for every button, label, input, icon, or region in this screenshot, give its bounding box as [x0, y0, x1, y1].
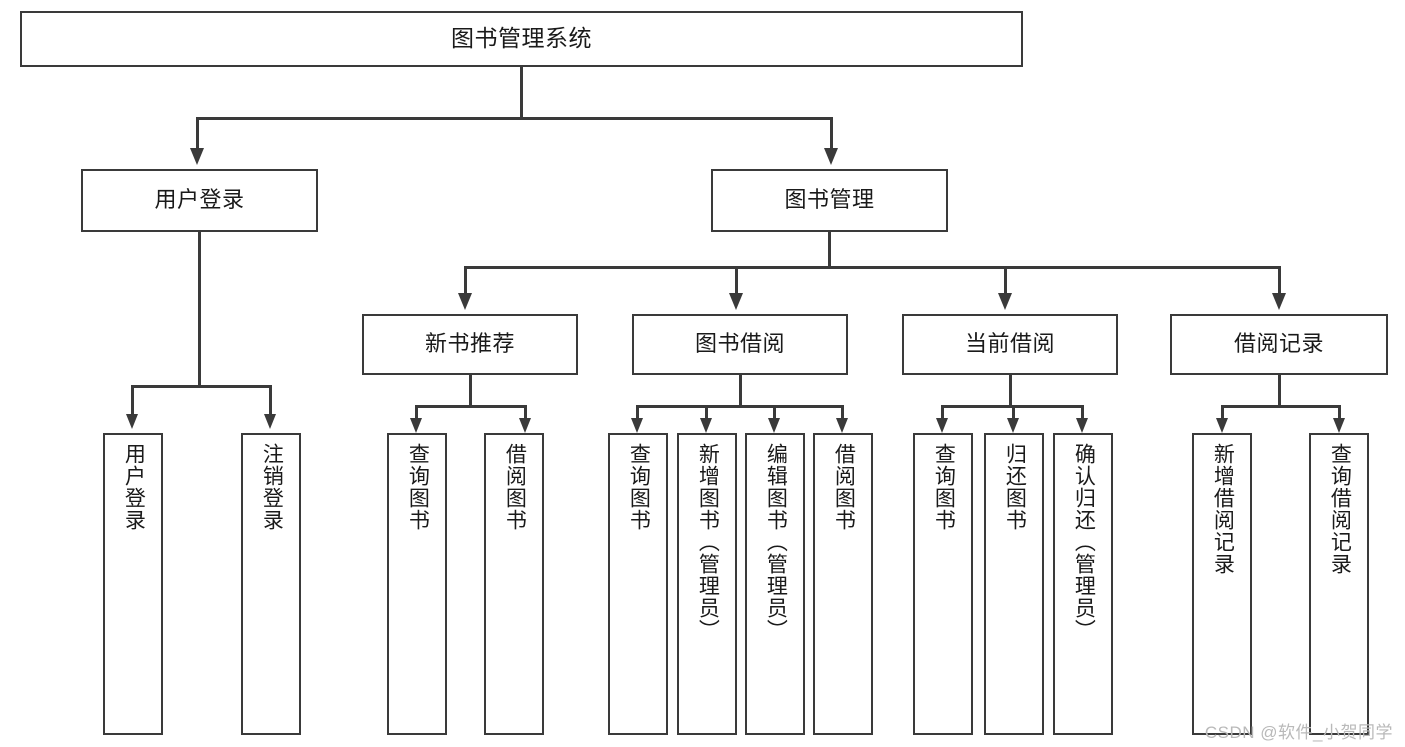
- node-new-book-recommend[interactable]: 新书推荐: [362, 314, 578, 375]
- node-book-borrow[interactable]: 图书借阅: [632, 314, 848, 375]
- node-label: 图书管理: [784, 187, 875, 213]
- connector-user-login-drop-2: [269, 385, 272, 415]
- connector-book-mgmt-stem: [828, 232, 831, 268]
- node-label: 用户登录: [154, 187, 245, 213]
- leaf-current-borrow-confirm-return[interactable]: 确认归还（管理员）: [1053, 433, 1113, 735]
- node-label: 新书推荐: [424, 331, 515, 357]
- connector-current-borrow-drop-2: [1012, 405, 1015, 419]
- connector-root-to-book-mgmt: [830, 117, 833, 149]
- node-label: 查询图书: [932, 443, 956, 531]
- leaf-new-book-borrow[interactable]: 借阅图书: [484, 433, 544, 735]
- connector-book-borrow-stem: [739, 375, 742, 407]
- node-label: 图书管理系统: [451, 25, 592, 52]
- connector-book-mgmt-drop-1: [464, 266, 467, 294]
- node-label: 新增借阅记录: [1211, 443, 1235, 575]
- connector-new-book-drop-1: [415, 405, 418, 419]
- watermark-text: CSDN @软件_小贺同学: [1204, 723, 1393, 742]
- arrowhead-user-login-leaf-1: [126, 414, 138, 429]
- node-borrow-record[interactable]: 借阅记录: [1170, 314, 1388, 375]
- node-label: 查询借阅记录: [1328, 443, 1352, 575]
- connector-book-mgmt-drop-3: [1004, 266, 1007, 294]
- node-book-management[interactable]: 图书管理: [711, 169, 948, 232]
- connector-user-login-stem: [198, 232, 201, 387]
- node-label: 借阅图书: [503, 443, 527, 531]
- node-label: 当前借阅: [964, 331, 1055, 357]
- arrowhead-user-login-leaf-2: [264, 414, 276, 429]
- connector-root-bus: [196, 117, 832, 120]
- arrowhead-to-current-borrow: [998, 293, 1012, 310]
- connector-book-mgmt-drop-4: [1278, 266, 1281, 294]
- connector-root-to-user-login: [196, 117, 199, 149]
- node-label: 用户登录: [122, 443, 146, 531]
- node-label: 确认归还（管理员）: [1072, 443, 1096, 641]
- connector-current-borrow-drop-3: [1081, 405, 1084, 419]
- leaf-new-book-query[interactable]: 查询图书: [387, 433, 447, 735]
- connector-borrow-record-drop-1: [1221, 405, 1224, 419]
- leaf-book-borrow-add[interactable]: 新增图书（管理员）: [677, 433, 737, 735]
- connector-book-mgmt-bus: [464, 266, 1281, 269]
- arrowhead-current-borrow-leaf-2: [1007, 418, 1019, 433]
- node-label: 新增图书（管理员）: [696, 443, 720, 641]
- arrowhead-to-new-book: [458, 293, 472, 310]
- connector-user-login-drop-1: [131, 385, 134, 415]
- connector-book-mgmt-drop-2: [735, 266, 738, 294]
- node-label: 图书借阅: [694, 331, 785, 357]
- leaf-user-login-logout[interactable]: 注销登录: [241, 433, 301, 735]
- leaf-book-borrow-edit[interactable]: 编辑图书（管理员）: [745, 433, 805, 735]
- leaf-borrow-record-query[interactable]: 查询借阅记录: [1309, 433, 1369, 735]
- node-user-login[interactable]: 用户登录: [81, 169, 318, 232]
- node-label: 查询图书: [627, 443, 651, 531]
- arrowhead-to-book-borrow: [729, 293, 743, 310]
- connector-book-borrow-drop-1: [636, 405, 639, 419]
- leaf-current-borrow-query[interactable]: 查询图书: [913, 433, 973, 735]
- leaf-user-login-login[interactable]: 用户登录: [103, 433, 163, 735]
- arrowhead-book-borrow-leaf-2: [700, 418, 712, 433]
- arrowhead-borrow-record-leaf-2: [1333, 418, 1345, 433]
- arrowhead-new-book-leaf-1: [410, 418, 422, 433]
- connector-current-borrow-drop-1: [941, 405, 944, 419]
- connector-book-borrow-drop-3: [773, 405, 776, 419]
- node-current-borrow[interactable]: 当前借阅: [902, 314, 1118, 375]
- connector-user-login-bus: [131, 385, 270, 388]
- leaf-borrow-record-add[interactable]: 新增借阅记录: [1192, 433, 1252, 735]
- leaf-book-borrow-query[interactable]: 查询图书: [608, 433, 668, 735]
- node-root-system[interactable]: 图书管理系统: [20, 11, 1023, 67]
- arrowhead-to-user-login: [190, 148, 204, 165]
- arrowhead-to-book-mgmt: [824, 148, 838, 165]
- arrowhead-borrow-record-leaf-1: [1216, 418, 1228, 433]
- node-label: 借阅图书: [832, 443, 856, 531]
- arrowhead-book-borrow-leaf-1: [631, 418, 643, 433]
- connector-new-book-stem: [469, 375, 472, 407]
- arrowhead-book-borrow-leaf-4: [836, 418, 848, 433]
- connector-borrow-record-drop-2: [1338, 405, 1341, 419]
- node-label: 注销登录: [260, 443, 284, 531]
- connector-current-borrow-stem: [1009, 375, 1012, 407]
- leaf-book-borrow-borrow[interactable]: 借阅图书: [813, 433, 873, 735]
- connector-book-borrow-bus: [636, 405, 844, 408]
- connector-new-book-drop-2: [524, 405, 527, 419]
- arrowhead-current-borrow-leaf-3: [1076, 418, 1088, 433]
- node-label: 查询图书: [406, 443, 430, 531]
- arrowhead-to-borrow-record: [1272, 293, 1286, 310]
- connector-new-book-bus: [415, 405, 527, 408]
- arrowhead-new-book-leaf-2: [519, 418, 531, 433]
- arrowhead-book-borrow-leaf-3: [768, 418, 780, 433]
- connector-borrow-record-bus: [1221, 405, 1340, 408]
- connector-book-borrow-drop-2: [705, 405, 708, 419]
- connector-root-stem: [520, 67, 523, 119]
- node-label: 归还图书: [1003, 443, 1027, 531]
- connector-book-borrow-drop-4: [841, 405, 844, 419]
- connector-borrow-record-stem: [1278, 375, 1281, 407]
- node-label: 编辑图书（管理员）: [764, 443, 788, 641]
- arrowhead-current-borrow-leaf-1: [936, 418, 948, 433]
- leaf-current-borrow-return[interactable]: 归还图书: [984, 433, 1044, 735]
- node-label: 借阅记录: [1233, 331, 1324, 357]
